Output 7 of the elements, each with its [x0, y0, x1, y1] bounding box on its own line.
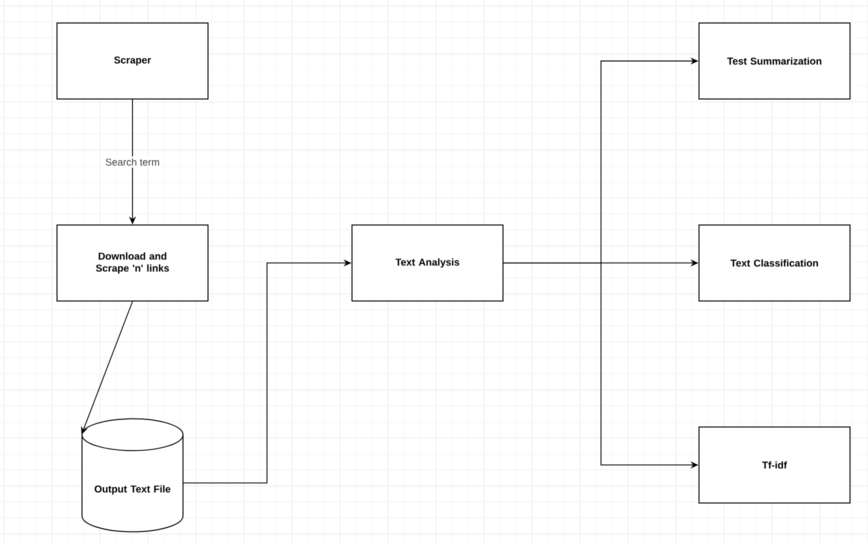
cylinder: Output Text File — [82, 418, 184, 532]
process-box: Text Classification — [698, 224, 850, 302]
process-box: Scraper — [56, 22, 208, 100]
process-box: Text Analysis — [352, 224, 504, 302]
process-box: Test Summarization — [698, 22, 850, 100]
process-box: Tf-idf — [698, 426, 850, 504]
process-box: Download and Scrape 'n' links — [56, 224, 208, 302]
